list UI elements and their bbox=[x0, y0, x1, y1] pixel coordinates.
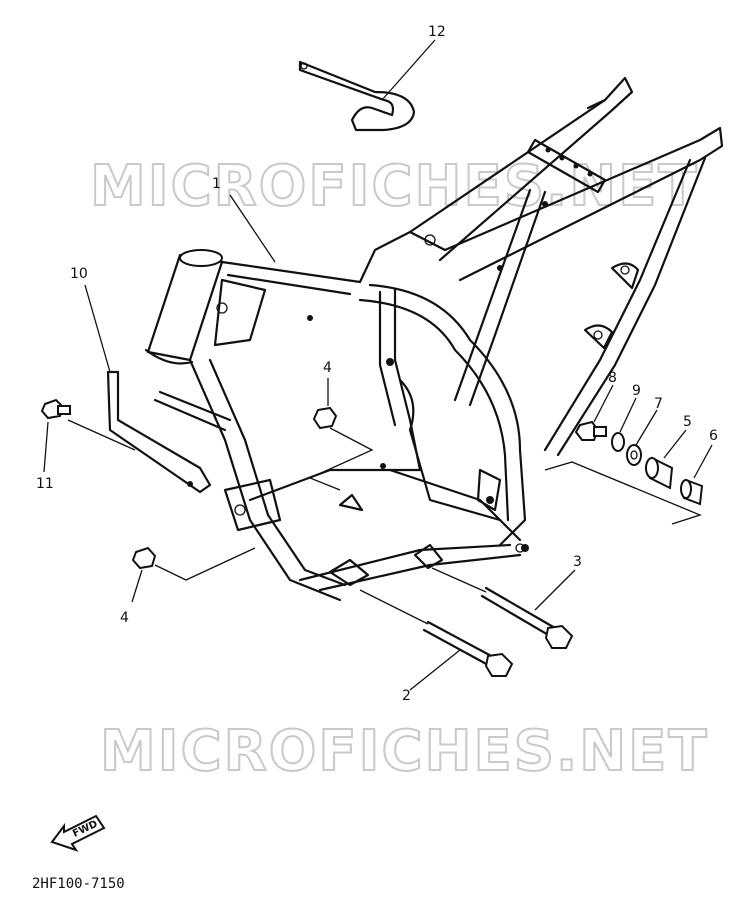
leader-4-lower-dash bbox=[154, 547, 256, 581]
callout-12: 12 bbox=[428, 24, 446, 40]
leader-3 bbox=[534, 569, 576, 611]
callout-3: 3 bbox=[573, 554, 582, 570]
leader-2-dash bbox=[359, 589, 429, 625]
callout-7: 7 bbox=[654, 396, 663, 412]
leader-2 bbox=[409, 649, 461, 691]
forward-arrow-icon: FWD bbox=[50, 814, 106, 852]
part-3-bolt bbox=[480, 586, 574, 649]
part-10-bracket bbox=[106, 370, 212, 494]
leader-11-dash bbox=[67, 419, 136, 451]
leader-9 bbox=[619, 397, 637, 433]
callout-8: 8 bbox=[608, 370, 617, 386]
part-9-washer bbox=[611, 432, 625, 452]
callout-9: 9 bbox=[632, 383, 641, 399]
leader-hardware-dash bbox=[544, 461, 702, 525]
callout-10: 10 bbox=[70, 266, 88, 282]
leader-10 bbox=[84, 284, 111, 373]
callout-6: 6 bbox=[709, 428, 718, 444]
part-2-bolt bbox=[422, 620, 514, 677]
part-8-bolt bbox=[574, 420, 607, 441]
callout-2: 2 bbox=[402, 688, 411, 704]
callout-1: 1 bbox=[212, 176, 221, 192]
leader-11 bbox=[43, 421, 49, 473]
callout-5: 5 bbox=[683, 414, 692, 430]
callout-11: 11 bbox=[36, 476, 54, 492]
diagram-code: 2HF100-7150 bbox=[32, 876, 125, 892]
leader-5 bbox=[663, 429, 687, 459]
part-1-frame bbox=[144, 76, 724, 602]
leader-8 bbox=[593, 384, 614, 423]
watermark-bottom: MICROFICHES.NET bbox=[100, 719, 709, 784]
leader-4-lower bbox=[131, 569, 143, 603]
leader-3-dash bbox=[431, 567, 487, 593]
callout-4-lower: 4 bbox=[120, 610, 129, 626]
leader-1 bbox=[229, 194, 276, 263]
part-5-damper bbox=[645, 456, 674, 490]
part-12-tool bbox=[298, 60, 416, 132]
part-11-bolt bbox=[40, 398, 71, 420]
part-4-nut-lower bbox=[131, 546, 157, 570]
callout-4-upper: 4 bbox=[323, 360, 332, 376]
part-7-washer bbox=[626, 444, 642, 466]
leader-7 bbox=[635, 409, 658, 446]
watermark-top: MICROFICHES.NET bbox=[90, 154, 699, 219]
leader-4-upper-dash bbox=[308, 427, 374, 491]
leader-12 bbox=[381, 39, 436, 101]
part-6-collar bbox=[680, 478, 704, 506]
part-4-nut-upper bbox=[312, 406, 338, 430]
leader-6 bbox=[693, 444, 713, 479]
